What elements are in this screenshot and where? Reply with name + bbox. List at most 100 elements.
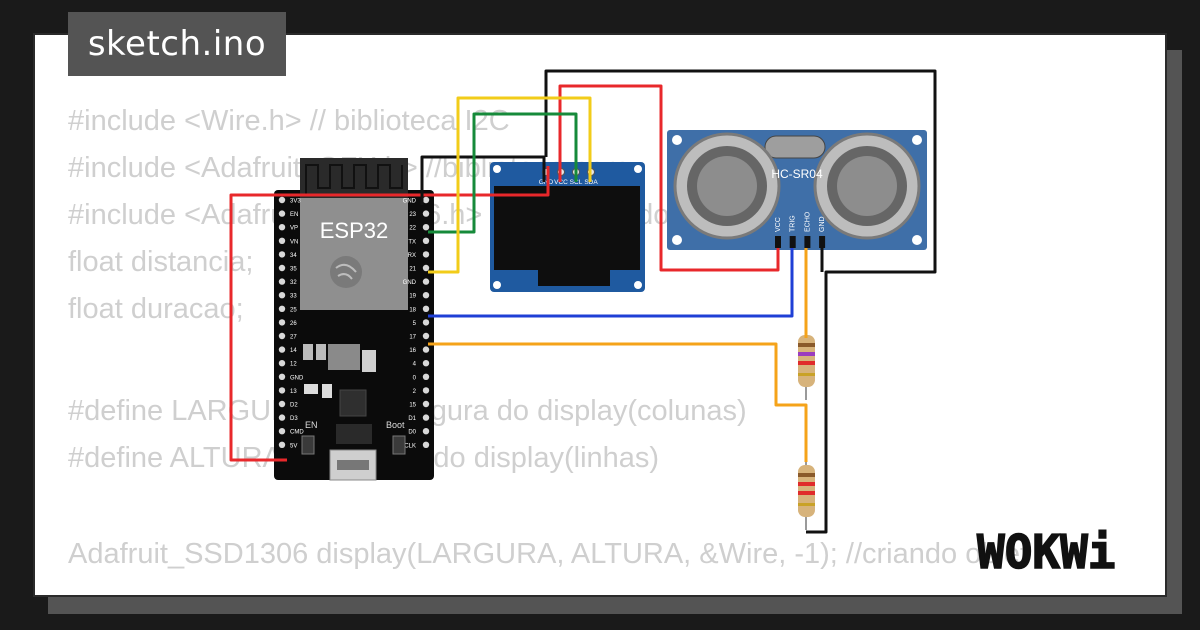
esp32-pin[interactable] (422, 278, 430, 285)
esp32-pin-label: GND (403, 280, 417, 286)
wire-yellow-sda[interactable] (428, 96, 592, 274)
sensor-pin[interactable] (775, 236, 781, 248)
wire-black-gnd-sensor[interactable] (544, 69, 937, 534)
esp32-pin[interactable] (278, 332, 286, 340)
wire-black-gnd-oled[interactable] (420, 155, 546, 205)
sketch-title[interactable]: sketch.ino (68, 12, 286, 76)
esp32-pin[interactable] (422, 414, 430, 421)
esp32-pin[interactable] (278, 319, 286, 326)
esp32-pin[interactable] (278, 305, 286, 312)
oled-pin-label: VCC (554, 179, 568, 186)
oled-pin-label: SCL (570, 179, 583, 186)
esp32-pin[interactable] (422, 360, 430, 367)
mount-hole (493, 165, 501, 173)
esp32-pin[interactable] (422, 196, 430, 204)
esp32-pin[interactable] (422, 346, 430, 353)
boot-button[interactable] (392, 435, 406, 455)
resistor-band (798, 473, 815, 477)
esp32-pin[interactable] (422, 305, 430, 312)
sensor-pin[interactable] (819, 236, 826, 248)
esp32-pin[interactable] (278, 400, 286, 408)
esp32-pin-label: 34 (290, 253, 297, 259)
esp32-pin-label: 33 (290, 294, 297, 300)
esp32-pin-label: D1 (408, 416, 416, 422)
esp32-pin[interactable] (278, 360, 286, 367)
sensor-pin-label: TRIG (790, 215, 797, 232)
esp32-pin-label: 12 (290, 362, 297, 368)
esp32-pin[interactable] (278, 292, 286, 299)
crystal-oscillator (764, 135, 826, 159)
smd-component (303, 344, 313, 360)
esp32-pin-label: 22 (409, 226, 416, 232)
esp32-pin[interactable] (422, 428, 430, 435)
esp32-pin-label: 15 (409, 403, 416, 409)
esp32-pin-label: 16 (409, 348, 416, 354)
oled-pin-label: SDA (584, 179, 598, 186)
esp32-pin[interactable] (422, 332, 430, 340)
esp32-pin-label: 18 (409, 307, 416, 313)
esp32-pin[interactable] (278, 441, 286, 448)
oled-pin-label: GND (539, 179, 554, 186)
esp32-pin[interactable] (278, 237, 286, 244)
esp32-pin[interactable] (422, 319, 430, 326)
esp32-pin-label: 17 (409, 335, 416, 341)
esp32-pin-label: 3V3 (290, 199, 301, 205)
esp32-pin-label: 19 (409, 294, 416, 300)
esp32-pin[interactable] (278, 373, 286, 380)
en-button[interactable] (301, 435, 315, 455)
esp32-pin[interactable] (422, 237, 430, 244)
esp32-pin[interactable] (422, 292, 430, 299)
esp32-pin-label: 25 (290, 307, 297, 313)
esp32-pin-label: VN (290, 239, 298, 245)
esp32-pin[interactable] (422, 210, 430, 217)
esp32-pin[interactable] (278, 428, 286, 435)
esp32-pin[interactable] (278, 278, 286, 285)
esp32-pin[interactable] (278, 414, 286, 421)
esp32-pin[interactable] (278, 196, 286, 204)
esp32-pin[interactable] (422, 387, 430, 394)
sensor-label: HC-SR04 (771, 167, 823, 181)
esp32-board[interactable]: ESP32 3V3ENVPVN343532332526271412GND13D2… (274, 158, 434, 481)
esp32-pin[interactable] (422, 251, 430, 258)
esp32-pin[interactable] (422, 224, 430, 231)
esp32-pin-label: 14 (290, 348, 297, 354)
esp32-pin[interactable] (278, 224, 286, 231)
wire-red-oled-sensor-vcc[interactable] (558, 84, 780, 272)
mount-hole (634, 281, 642, 289)
wire-red-5v-oled[interactable] (229, 166, 550, 462)
sensor-pin-label: VCC (775, 217, 782, 232)
esp32-pin[interactable] (278, 251, 286, 258)
sensor-pin[interactable] (804, 236, 811, 248)
transducer-right-inner (837, 156, 897, 216)
esp32-pin-label: GND (403, 199, 417, 205)
esp32-pin[interactable] (278, 387, 286, 394)
code-line: float distancia; (68, 246, 254, 278)
esp32-pin-label: CMD (290, 430, 304, 436)
esp32-pin-label: 21 (409, 267, 416, 273)
resistor-band (798, 361, 815, 365)
esp32-pin[interactable] (422, 373, 430, 380)
code-line: #include <Wire.h> // biblioteca I2C (68, 105, 510, 137)
resistor-2[interactable] (798, 450, 815, 530)
resistor-band (798, 482, 815, 486)
esp32-pin[interactable] (278, 210, 286, 217)
esp32-pin-label: TX (408, 239, 416, 245)
esp32-pin[interactable] (422, 441, 430, 448)
esp32-pin[interactable] (278, 346, 286, 353)
sensor-pin[interactable] (789, 236, 796, 248)
esp32-pin[interactable] (278, 264, 286, 272)
resistor-band (798, 343, 815, 347)
mount-hole (672, 135, 682, 145)
wokwi-logo: WOKWi (975, 522, 1150, 585)
esp32-pin-label: 5V (290, 443, 297, 449)
usb-uart-chip (339, 389, 367, 417)
wire-orange-echo[interactable] (428, 342, 808, 462)
wire-blue-trig[interactable] (428, 248, 794, 318)
espressif-logo-icon (330, 256, 362, 288)
esp32-pin[interactable] (422, 400, 430, 408)
esp32-pin[interactable] (422, 264, 430, 272)
